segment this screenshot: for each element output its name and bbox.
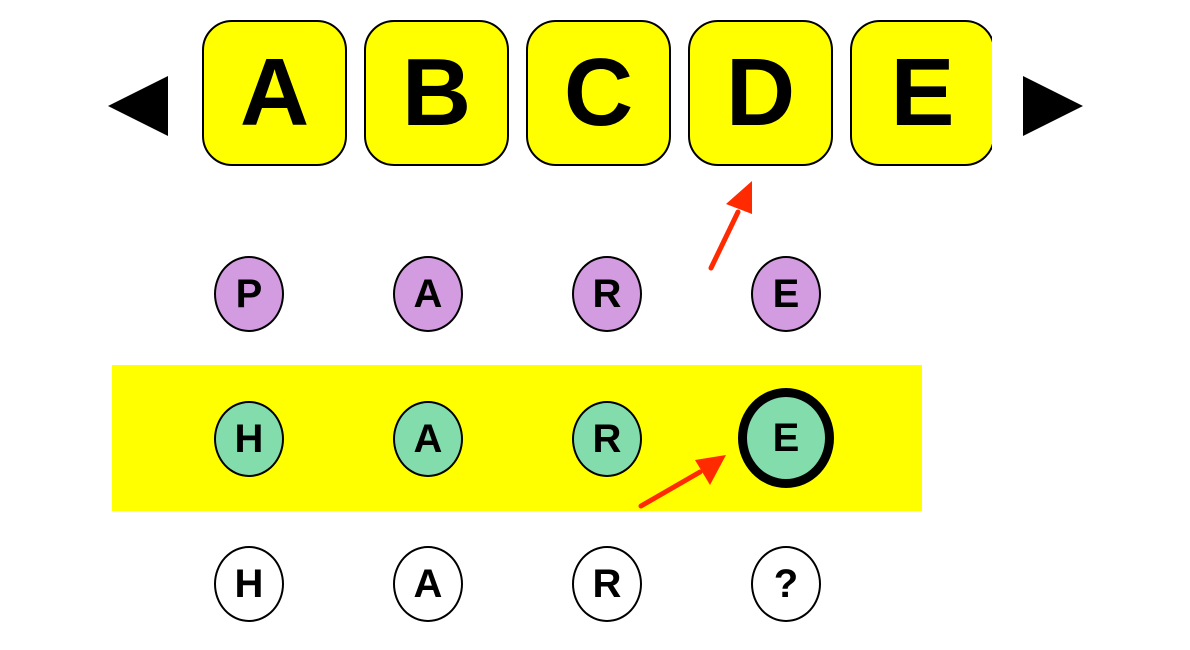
row2-letter-4-selected[interactable]: E: [738, 388, 834, 488]
row2-letter-2: A: [393, 401, 463, 477]
row3-letter-3: R: [572, 546, 642, 622]
row3-answer-slot[interactable]: ?: [751, 546, 821, 622]
row1-letter-2: A: [393, 256, 463, 332]
row3-letter-1: H: [214, 546, 284, 622]
letter-tile-d[interactable]: D: [688, 20, 833, 166]
red-arrow-icon-to-tile-d: [708, 181, 752, 271]
row1-letter-1: P: [214, 256, 284, 332]
row3-letter-2: A: [393, 546, 463, 622]
row1-letter-4: E: [751, 256, 821, 332]
row2-letter-3: R: [572, 401, 642, 477]
letter-tile-b[interactable]: B: [364, 20, 509, 166]
letter-tile-c[interactable]: C: [526, 20, 671, 166]
row1-letter-3: R: [572, 256, 642, 332]
letter-tile-e[interactable]: E: [850, 20, 992, 166]
scroll-right-triangle-icon[interactable]: [1023, 76, 1083, 136]
letter-tile-strip: A B C D E: [202, 20, 992, 172]
letter-tile-a[interactable]: A: [202, 20, 347, 166]
scroll-left-triangle-icon[interactable]: [108, 76, 168, 136]
row2-letter-1: H: [214, 401, 284, 477]
